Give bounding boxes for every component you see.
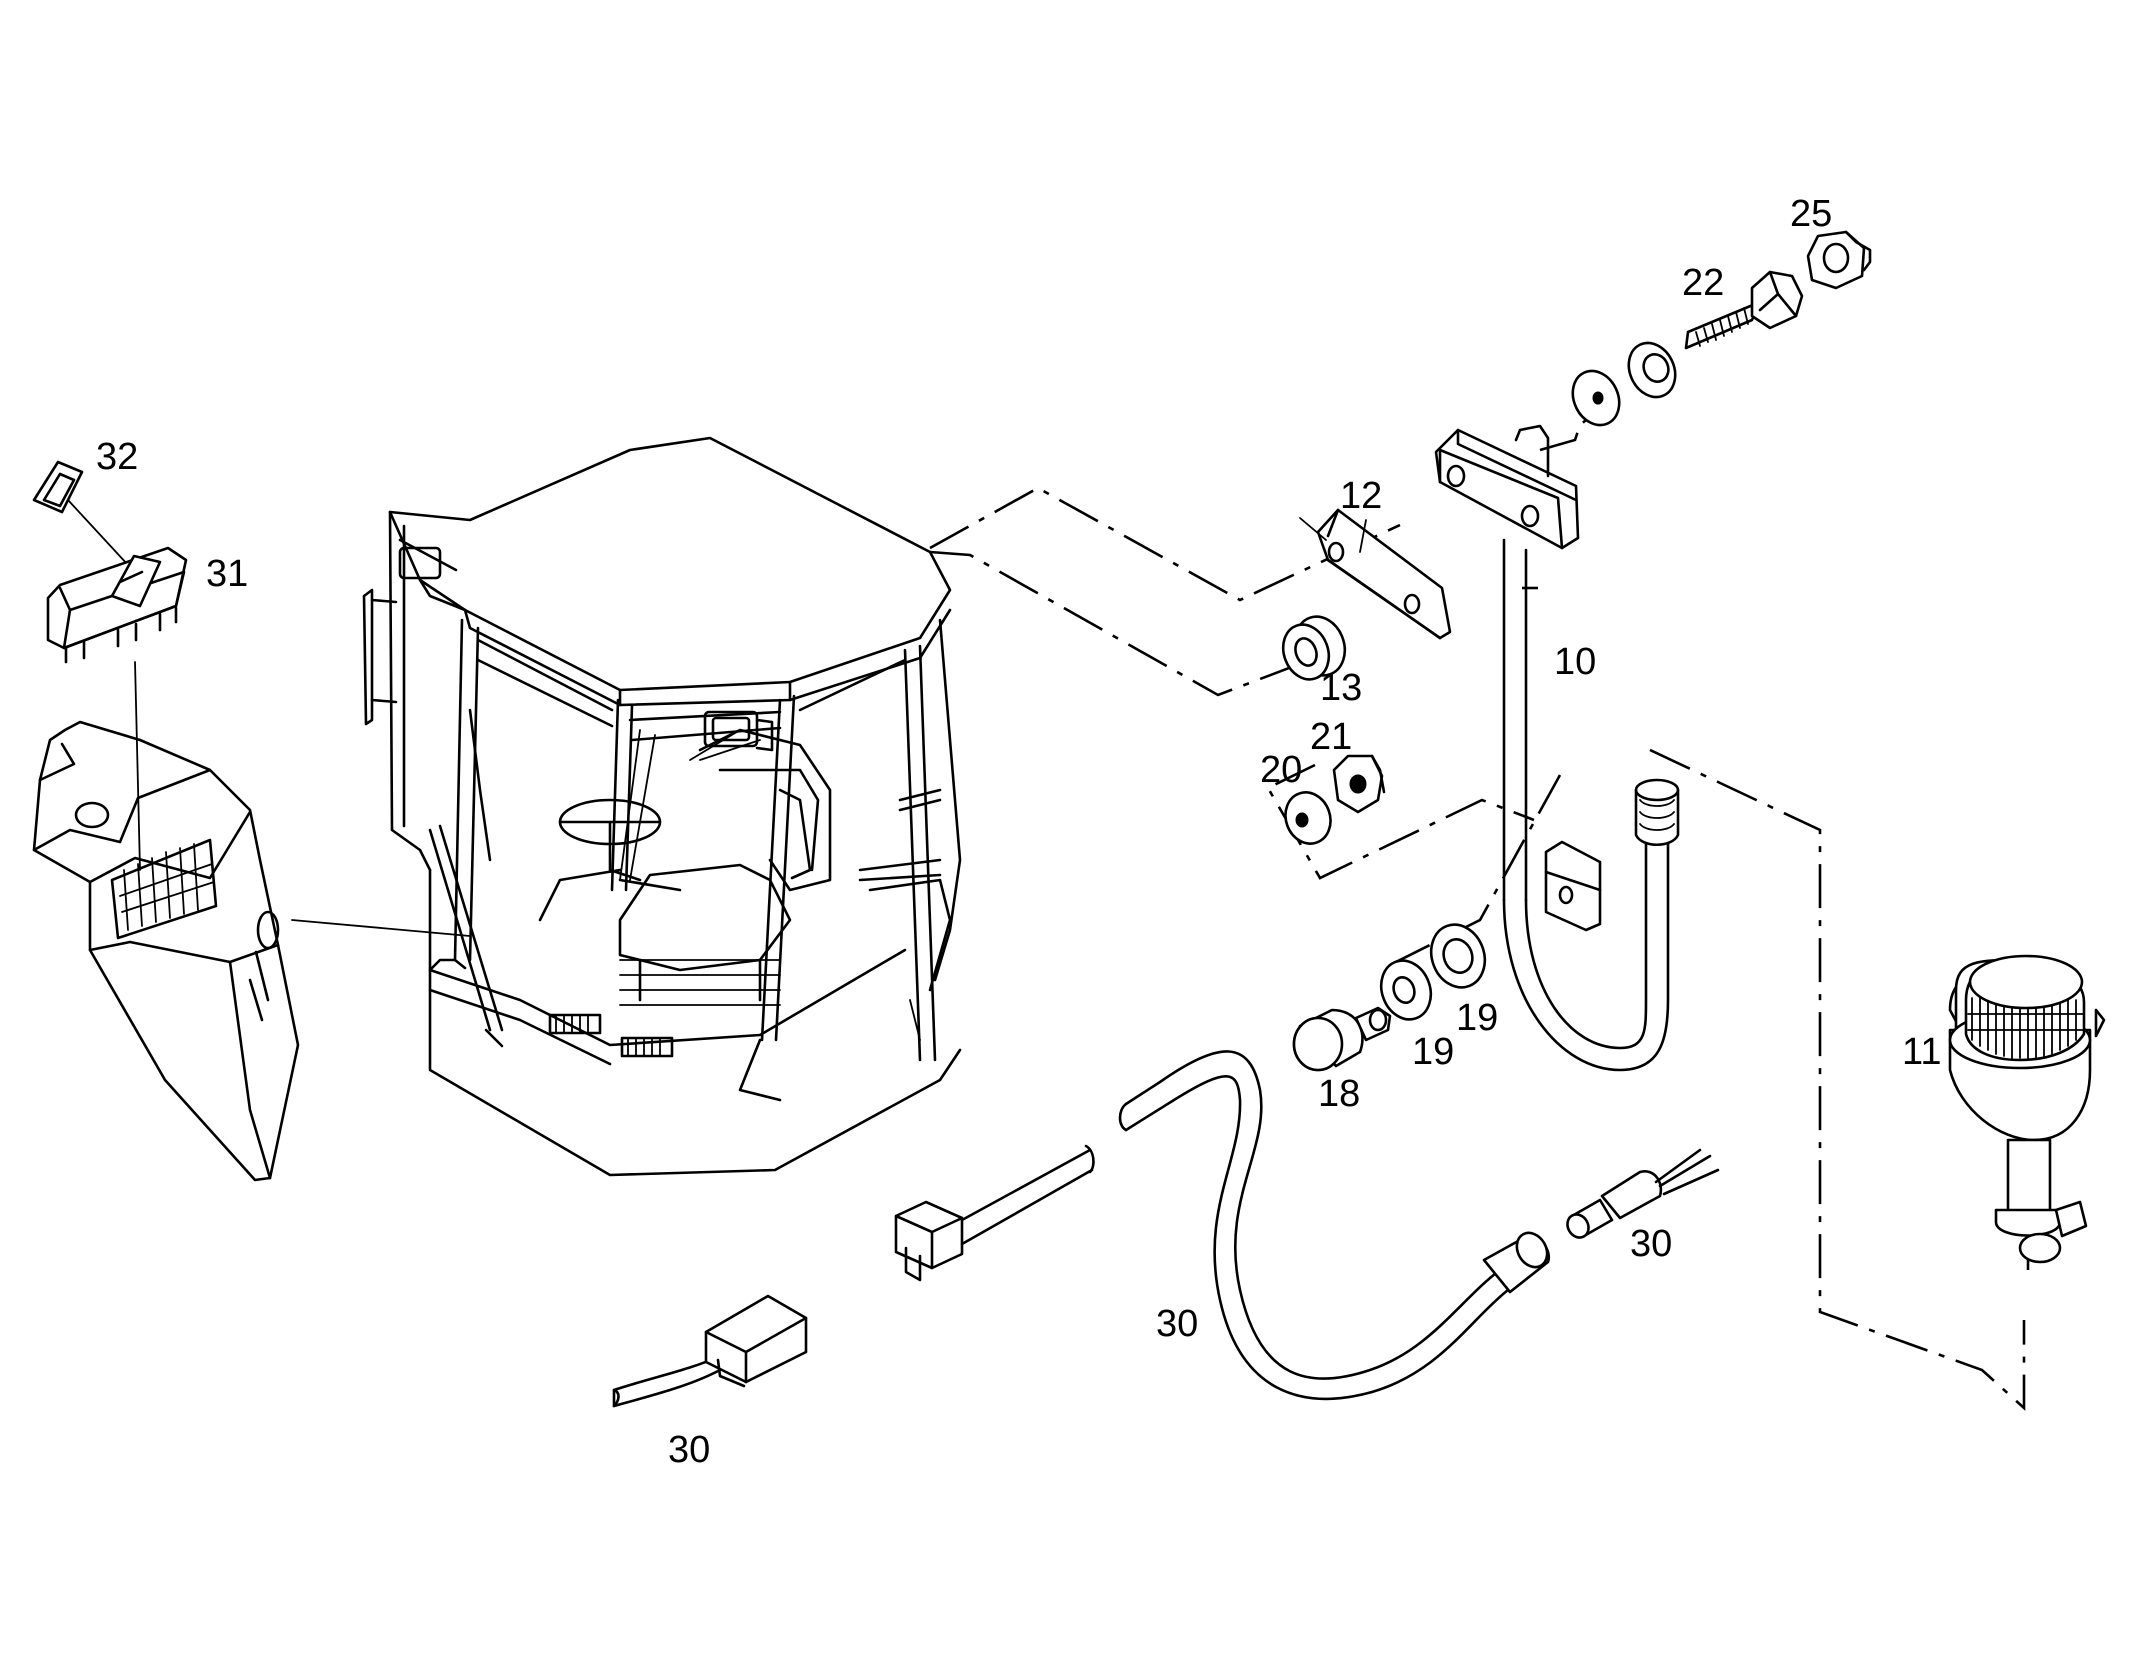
part-11-rotating-beacon	[1948, 954, 2106, 1264]
part-30-cable-connector-mid	[894, 1144, 1095, 1282]
part-19-washer-a	[1379, 959, 1433, 1021]
part-20-washer	[1284, 791, 1332, 845]
part-washer-upper-right	[1627, 341, 1677, 399]
part-19-washer-b	[1429, 923, 1487, 989]
part-13-grommet	[1281, 615, 1347, 681]
part-18-knob-screw	[1292, 1006, 1392, 1072]
callout-31: 31	[206, 553, 248, 595]
dashboard-panel	[32, 720, 471, 1182]
part-10-bracket-tube	[1434, 424, 1680, 1072]
callout-19-b: 19	[1456, 997, 1498, 1039]
callout-labels: 32 31 12 13 10 25 22 21 20 19 19 18 11 3…	[96, 193, 1941, 1471]
callout-19-a: 19	[1412, 1031, 1454, 1073]
callout-21: 21	[1310, 716, 1352, 758]
part-31-rocker-switch	[46, 546, 188, 871]
callout-22: 22	[1682, 262, 1724, 304]
operator-cab	[362, 436, 962, 1177]
callout-32: 32	[96, 436, 138, 478]
part-12-mounting-plate	[1316, 508, 1452, 640]
part-21-nut	[1332, 754, 1386, 814]
callout-10: 10	[1554, 641, 1596, 683]
part-22-bolt	[1684, 270, 1804, 350]
callout-18: 18	[1318, 1073, 1360, 1115]
callout-20: 20	[1260, 749, 1302, 791]
callout-30-right: 30	[1630, 1223, 1672, 1265]
callout-25: 25	[1790, 193, 1832, 235]
part-30-cable-long	[1118, 1050, 1551, 1401]
part-washer-upper-left	[1571, 369, 1621, 427]
part-25-nut	[1806, 230, 1872, 290]
dash-dot-leader-lines	[929, 394, 2030, 1411]
part-32-switch-cap	[32, 460, 129, 566]
callout-11: 11	[1902, 1031, 1941, 1073]
callout-30-bottom: 30	[668, 1429, 710, 1471]
callout-leader-lines	[1299, 517, 1367, 553]
callout-13: 13	[1320, 667, 1362, 709]
part-30-cable-lower-left	[612, 1294, 808, 1408]
part-30-plug-right	[1566, 1148, 1720, 1239]
callout-12: 12	[1340, 475, 1382, 517]
callout-30-middle: 30	[1156, 1303, 1198, 1345]
